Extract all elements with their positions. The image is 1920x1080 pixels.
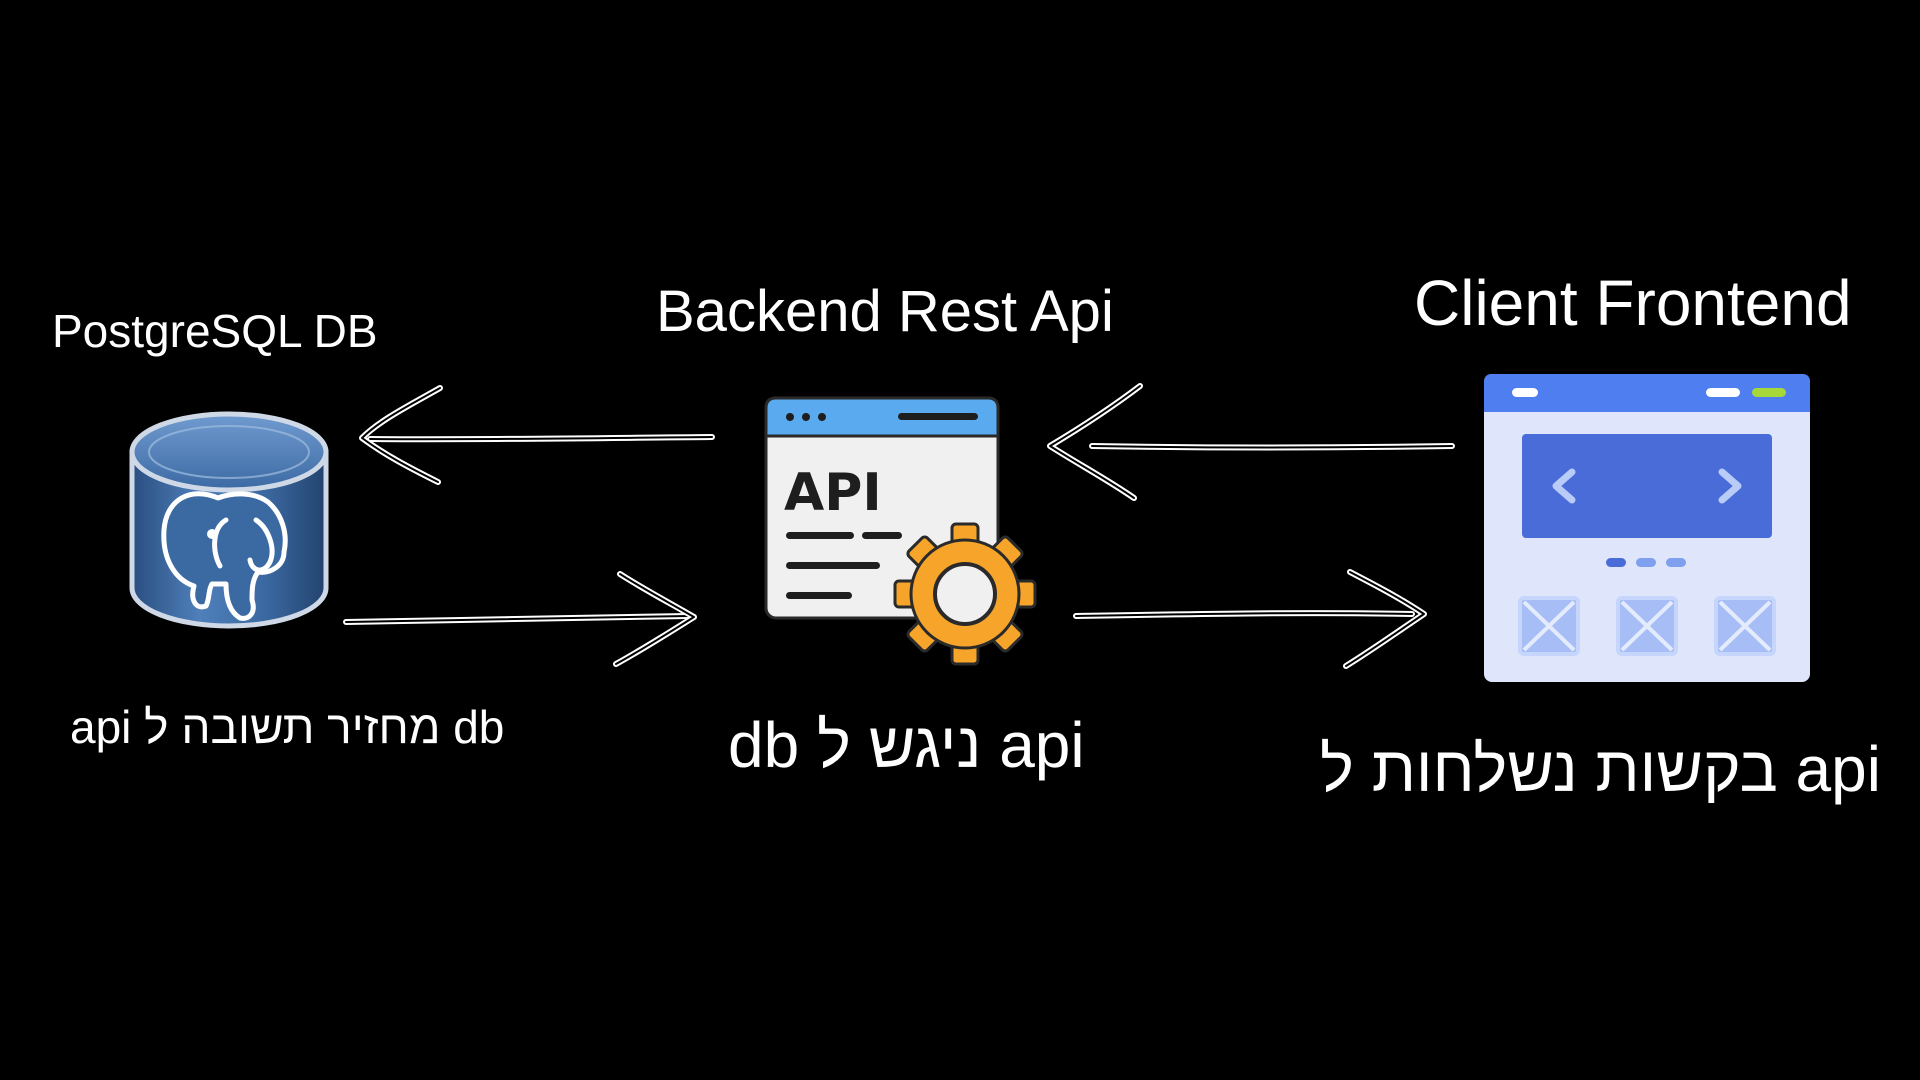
postgres-title: PostgreSQL DB: [52, 305, 378, 357]
arrow-backend-to-postgres: [359, 385, 715, 485]
arrow-client-to-backend: [1047, 383, 1455, 501]
browser-window-carousel-icon: [1484, 374, 1810, 682]
postgresql-elephant-database-icon: [129, 411, 329, 629]
api-icon-label: API: [784, 463, 882, 523]
postgres-caption: api מחזיר תשובה ל db: [70, 701, 505, 753]
client-title: Client Frontend: [1414, 267, 1852, 339]
arrow-backend-to-client: [1073, 569, 1427, 669]
backend-title: Backend Rest Api: [656, 279, 1114, 344]
api-window-gear-icon: API: [764, 396, 1037, 666]
arrow-postgres-to-backend: [343, 571, 697, 667]
client-caption: בקשות נשלחות ל api: [1320, 733, 1881, 805]
backend-caption: db ניגש ל api: [728, 709, 1085, 781]
